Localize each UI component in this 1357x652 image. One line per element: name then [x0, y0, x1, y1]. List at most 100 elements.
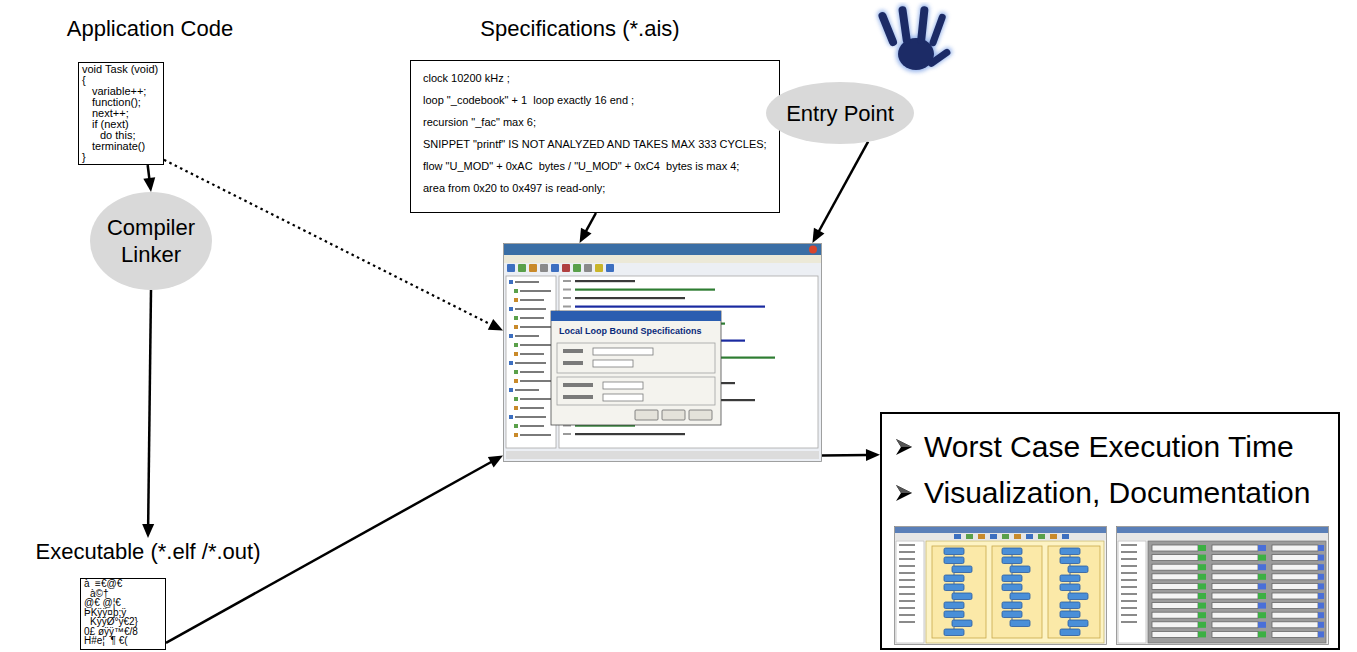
- window-frame: [504, 244, 822, 462]
- tree-icon: [514, 424, 518, 428]
- result-screenshots: [894, 526, 1330, 646]
- tree-entry: [899, 621, 915, 623]
- window-frame: [1117, 527, 1329, 645]
- bullet-shade: [896, 485, 912, 493]
- title-bar: [504, 244, 821, 255]
- tree-entry: [520, 407, 544, 409]
- dialog-title-bar: [551, 311, 721, 321]
- toolbar-icon: [954, 534, 961, 539]
- routine-frame: [1048, 546, 1100, 638]
- pipeline-row: [1212, 574, 1258, 580]
- text-line: void Task (void): [82, 64, 160, 75]
- dialog-field-label: [563, 395, 593, 399]
- tree-entry: [899, 586, 915, 588]
- tree-icon: [514, 370, 518, 374]
- stage-mark: [1258, 574, 1266, 580]
- tree-icon: [514, 397, 518, 401]
- arrowhead: [488, 319, 503, 331]
- pipeline-row: [1272, 545, 1318, 551]
- pipeline-row: [1272, 603, 1318, 609]
- tree-entry: [1121, 593, 1137, 595]
- menu-bar: [504, 255, 821, 263]
- tree-entry: [520, 398, 551, 400]
- connector: [580, 213, 596, 243]
- tree-icon: [514, 325, 518, 329]
- finger-glow: [897, 4, 912, 45]
- tree-entry: [520, 380, 551, 382]
- pipeline-row: [1272, 622, 1318, 628]
- pipeline-row: [1272, 564, 1318, 570]
- arrowhead: [866, 449, 880, 461]
- title-bar: [1117, 527, 1328, 533]
- bullet-arrow: [894, 437, 914, 457]
- text-box: clock 10200 kHz ;loop "_codebook" + 1 lo…: [410, 60, 780, 213]
- window-frame: [895, 527, 1107, 645]
- connector-line: [585, 213, 596, 232]
- tree-icon: [514, 379, 518, 383]
- code-line-mark: [575, 433, 685, 435]
- close-button: [809, 246, 817, 254]
- tree-entry: [899, 600, 915, 602]
- tree-entry: [515, 308, 546, 310]
- text-box: void Task (void){variable++;function();n…: [78, 62, 164, 165]
- basic-block: [1060, 548, 1080, 555]
- stage-mark: [1198, 612, 1206, 618]
- tree-icon: [514, 298, 518, 302]
- stage-mark: [1318, 545, 1324, 551]
- ellipse-label: Compiler Linker: [101, 214, 201, 268]
- tree-entry: [899, 593, 915, 595]
- stage-mark: [1318, 603, 1324, 609]
- result-box: Worst Case Execution TimeVisualization, …: [880, 412, 1340, 650]
- hand-icon: [870, 2, 966, 82]
- thumb: [926, 48, 951, 69]
- text-line: à©†: [84, 589, 162, 599]
- pipeline-row: [1152, 545, 1198, 551]
- line-number: [563, 289, 571, 291]
- text-line: next++;: [82, 108, 160, 119]
- text-line: @€ @¦€: [84, 598, 162, 608]
- toolbar-icon: [573, 264, 581, 272]
- finger: [898, 6, 911, 45]
- stage-mark: [1318, 612, 1324, 618]
- tree-panel: [1118, 541, 1146, 643]
- source-code-box: Application Codevoid Task (void){variabl…: [40, 15, 260, 165]
- tree-icon: [509, 307, 513, 311]
- tree-entry: [1121, 579, 1137, 581]
- pipeline-row: [1152, 555, 1198, 561]
- arrowhead: [143, 177, 155, 192]
- dialog-field-label: [563, 361, 583, 365]
- pipeline-row: [1152, 631, 1198, 637]
- routine-frame: [992, 546, 1042, 638]
- code-line-mark: [575, 297, 685, 299]
- text-line: 0£ øÿÿ™€/8: [84, 627, 162, 637]
- pipeline-area: [1148, 541, 1326, 643]
- stage-mark: [1258, 603, 1266, 609]
- dialog-field: [593, 348, 653, 355]
- pipeline-row: [1212, 593, 1258, 599]
- pipeline-row: [1152, 574, 1198, 580]
- text-line: terminate(): [82, 141, 160, 152]
- box-heading: Specifications (*.ais): [400, 15, 760, 42]
- text-line: loop "_codebook" + 1 loop exactly 16 end…: [423, 89, 767, 111]
- toolbar: [895, 533, 1106, 540]
- pipeline-row: [1272, 574, 1318, 580]
- pipeline-row: [1212, 583, 1258, 589]
- basic-block: [1002, 548, 1022, 555]
- tree-entry: [899, 565, 915, 567]
- toolbar-icon: [562, 264, 570, 272]
- stage-mark: [1318, 574, 1324, 580]
- entry-point-ellipse: Entry Point: [766, 82, 914, 144]
- dialog-window: [551, 311, 721, 425]
- text-box: à ≡€@€à©†@€ @¦€ÞKÿÿ¤þ;ÿKÿÿØ°ÿ€2}0£ øÿÿ™€…: [80, 578, 166, 650]
- pipeline-row: [1212, 631, 1258, 637]
- stage-mark: [1318, 564, 1324, 570]
- finger-glow: [928, 11, 949, 48]
- connector-line: [148, 165, 150, 180]
- basic-block: [944, 611, 964, 618]
- hand-body: [877, 6, 951, 70]
- basic-block: [1002, 602, 1022, 609]
- stage-mark: [1258, 545, 1266, 551]
- finger: [917, 6, 929, 45]
- connector: [812, 142, 868, 243]
- toolbar-icon: [1062, 534, 1069, 539]
